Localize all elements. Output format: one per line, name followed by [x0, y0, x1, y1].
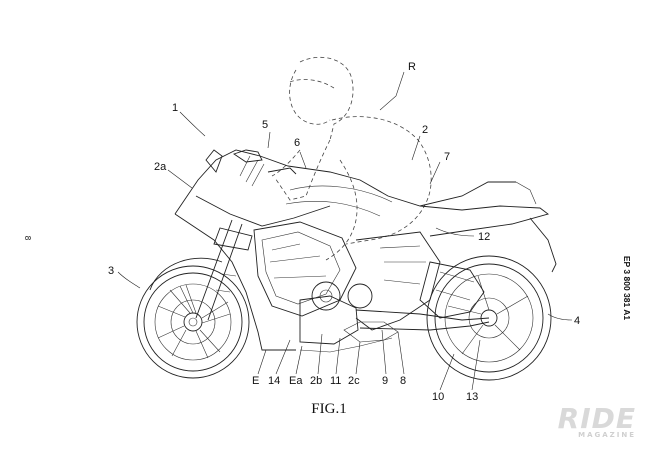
label-1: 1	[172, 102, 178, 114]
label-8: 8	[400, 375, 406, 387]
label-6: 6	[294, 137, 300, 149]
label-10: 10	[432, 391, 444, 403]
label-7: 7	[444, 151, 450, 163]
watermark-main: RIDE	[557, 402, 636, 435]
reference-labels: 1 R 5 6 2 2a 7 12 3 4 E 14 Ea 2b 11 2c 9…	[108, 61, 580, 403]
label-13: 13	[466, 391, 478, 403]
motorcycle-body	[174, 149, 557, 353]
label-2b: 2b	[310, 375, 322, 387]
label-E: E	[252, 375, 259, 387]
patent-number: EP 3 800 381 A1	[622, 256, 632, 321]
rear-wheel	[426, 255, 552, 381]
rider-outline	[271, 56, 432, 261]
label-2c: 2c	[348, 375, 360, 387]
label-Ea: Ea	[289, 375, 303, 387]
label-4: 4	[574, 315, 580, 327]
label-12: 12	[478, 231, 490, 243]
label-2: 2	[422, 124, 428, 136]
label-5: 5	[262, 119, 268, 131]
label-9: 9	[382, 375, 388, 387]
page-number: 8	[23, 236, 32, 241]
leader-lines	[117, 71, 573, 391]
watermark-sub: MAGAZINE	[578, 431, 636, 439]
label-3: 3	[108, 265, 114, 277]
label-R: R	[408, 61, 416, 73]
label-2a: 2a	[154, 161, 167, 173]
front-fork	[149, 219, 253, 321]
front-wheel	[136, 265, 250, 379]
label-14: 14	[268, 375, 280, 387]
ride-magazine-watermark: RIDE MAGAZINE	[557, 402, 636, 440]
figure-caption: FIG.1	[311, 401, 346, 417]
label-11: 11	[330, 375, 341, 387]
